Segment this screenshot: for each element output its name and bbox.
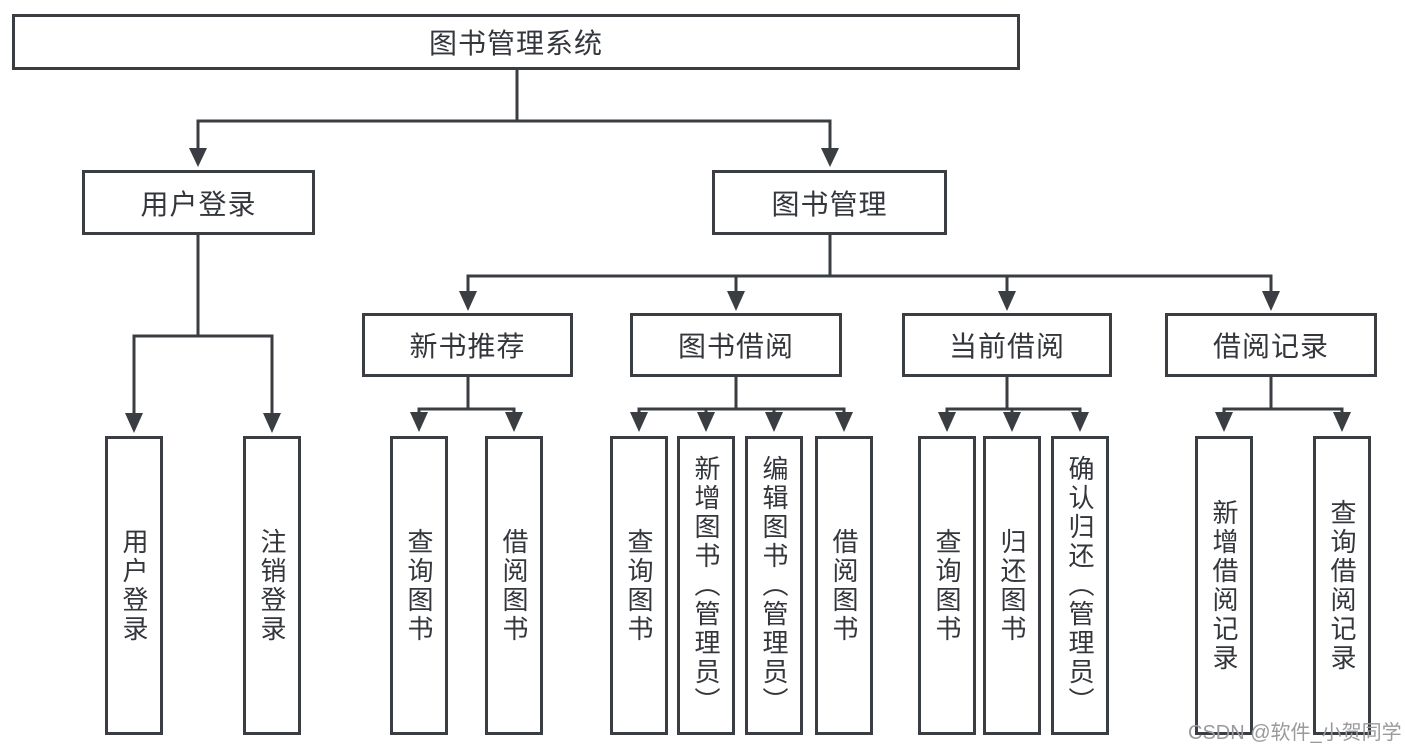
node-add-book-admin: 新增图书（管理员） bbox=[677, 436, 735, 735]
node-current-borrowing: 当前借阅 bbox=[902, 313, 1112, 377]
node-new-book-recommend: 新书推荐 bbox=[362, 313, 573, 377]
node-user-login-leaf: 用户登录 bbox=[105, 436, 163, 735]
node-book-management: 图书管理 bbox=[712, 170, 947, 235]
node-borrowing-query-books: 查询图书 bbox=[610, 436, 668, 735]
node-user-login: 用户登录 bbox=[82, 170, 315, 235]
edge-recommend-to-leaves bbox=[410, 377, 523, 432]
node-logout: 注销登录 bbox=[243, 436, 301, 735]
node-query-borrow-record-label: 查询借阅记录 bbox=[1327, 498, 1357, 673]
node-add-borrow-record: 新增借阅记录 bbox=[1195, 436, 1253, 735]
node-borrowing-records-label: 借阅记录 bbox=[1212, 331, 1329, 362]
edge-current-to-leaves bbox=[938, 377, 1089, 432]
node-query-borrow-record: 查询借阅记录 bbox=[1313, 436, 1371, 735]
node-add-borrow-record-label: 新增借阅记录 bbox=[1209, 498, 1239, 673]
edge-root-to-level2 bbox=[189, 70, 839, 167]
node-current-query-books: 查询图书 bbox=[918, 436, 976, 735]
node-current-borrowing-label: 当前借阅 bbox=[948, 331, 1065, 362]
node-logout-label: 注销登录 bbox=[257, 527, 287, 644]
node-add-book-admin-label: 新增图书（管理员） bbox=[691, 455, 721, 716]
node-confirm-return-admin-label: 确认归还（管理员） bbox=[1065, 455, 1095, 716]
node-edit-book-admin: 编辑图书（管理员） bbox=[745, 436, 803, 735]
node-return-books: 归还图书 bbox=[983, 436, 1041, 735]
edge-records-to-leaves bbox=[1215, 377, 1351, 432]
node-recommend-borrow-books: 借阅图书 bbox=[485, 436, 543, 735]
edge-login-to-leaves bbox=[125, 235, 281, 433]
node-recommend-borrow-books-label: 借阅图书 bbox=[499, 527, 529, 644]
node-user-login-leaf-label: 用户登录 bbox=[119, 527, 149, 644]
edge-management-to-level3 bbox=[459, 235, 1280, 311]
node-library-system: 图书管理系统 bbox=[12, 14, 1020, 70]
node-edit-book-admin-label: 编辑图书（管理员） bbox=[759, 455, 789, 716]
node-new-book-recommend-label: 新书推荐 bbox=[409, 331, 526, 362]
node-borrowing-query-books-label: 查询图书 bbox=[624, 527, 654, 644]
node-borrowing-records: 借阅记录 bbox=[1165, 313, 1377, 377]
node-book-borrowing-label: 图书借阅 bbox=[677, 331, 794, 362]
node-borrowing-borrow-books-label: 借阅图书 bbox=[829, 527, 859, 644]
node-library-system-label: 图书管理系统 bbox=[428, 28, 603, 59]
node-recommend-query-books: 查询图书 bbox=[390, 436, 448, 735]
node-confirm-return-admin: 确认归还（管理员） bbox=[1051, 436, 1109, 735]
node-book-management-label: 图书管理 bbox=[771, 188, 888, 220]
node-borrowing-borrow-books: 借阅图书 bbox=[815, 436, 873, 735]
node-user-login-label: 用户登录 bbox=[140, 188, 257, 220]
edge-borrow-to-leaves bbox=[630, 377, 853, 432]
node-current-query-books-label: 查询图书 bbox=[932, 527, 962, 644]
node-book-borrowing: 图书借阅 bbox=[630, 313, 842, 377]
csdn-watermark: CSDN @软件_小贺同学 bbox=[1188, 722, 1402, 744]
node-recommend-query-books-label: 查询图书 bbox=[404, 527, 434, 644]
node-return-books-label: 归还图书 bbox=[997, 527, 1027, 644]
